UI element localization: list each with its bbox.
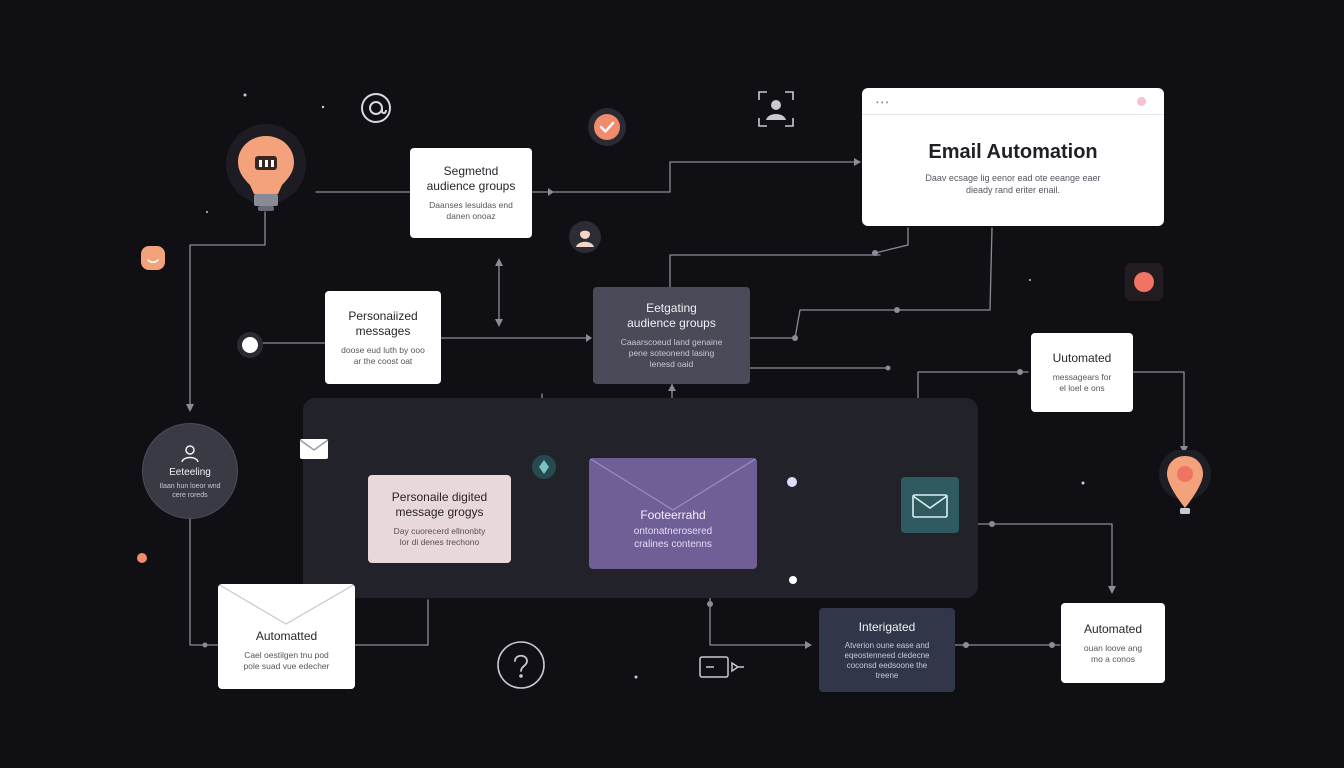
user-avatar-icon[interactable]: [568, 220, 602, 254]
at-sign-icon[interactable]: [360, 92, 392, 124]
user-icon: [181, 444, 199, 462]
card-title: Eeteeling: [169, 466, 211, 478]
record-dot-icon[interactable]: [1125, 263, 1163, 301]
card-title: Footeerrahd: [640, 508, 706, 522]
segmented-audience-card[interactable]: Segmetnd audience groups Daanses lesuida…: [410, 148, 532, 238]
card-body: ontonatnerosered cralines contenns: [633, 526, 713, 550]
automated-messages-card[interactable]: Uutomated messagears for el loel e ons: [1031, 333, 1133, 412]
automated-envelope-card[interactable]: Automatted Cael oestilgen tnu pod pole s…: [218, 584, 355, 689]
teal-mail-icon[interactable]: [901, 477, 959, 533]
card-body: Cael oestilgen tnu pod pole suad vue ede…: [243, 650, 330, 671]
chat-bubble-icon[interactable]: [139, 244, 167, 272]
page-title: Email Automation: [928, 141, 1098, 163]
camera-icon[interactable]: [698, 655, 746, 679]
window-close-icon[interactable]: [1137, 97, 1146, 106]
card-title: Automatted: [255, 629, 318, 643]
card-title: Interigated: [858, 619, 916, 634]
envelope-flap-icon: [589, 458, 757, 511]
audience-circle-card[interactable]: Eeteeling Ilaan hun loeor wnd cere rored…: [142, 423, 238, 519]
email-automation-window: ••• Email Automation Daav ecsage lig een…: [862, 88, 1164, 226]
mail-icon[interactable]: [299, 437, 329, 461]
card-title: Personaiized messages: [348, 308, 418, 338]
card-body: Daanses lesuidas end danen onoaz: [429, 200, 513, 221]
card-title: Eetgating audience groups: [627, 301, 716, 330]
personalized-messages-card[interactable]: Personaiized messages doose eud luth by …: [325, 291, 441, 384]
personalized-digital-card[interactable]: Personaile digited message grogys Day cu…: [368, 475, 511, 563]
card-body: Atverion oune ease and eqeostenneed cled…: [844, 640, 930, 680]
small-dot-icon: [787, 477, 797, 487]
user-frame-icon[interactable]: [757, 90, 795, 128]
radio-dot-icon[interactable]: [236, 331, 264, 359]
small-dot-icon: [137, 553, 147, 563]
card-body: ouan loove ang mo a conos: [1083, 642, 1143, 664]
card-title: Uutomated: [1052, 351, 1112, 365]
lightbulb-icon: [226, 124, 306, 211]
card-body: Day cuorecerd ellnonbty lor di denes tre…: [393, 526, 486, 547]
card-body: Caaarscoeud land genaine pene soteonend …: [620, 337, 723, 369]
small-dot-icon: [789, 576, 797, 584]
card-title: Personaile digited message grogys: [391, 490, 488, 519]
card-title: Automated: [1083, 621, 1143, 636]
window-description: Daav ecsage lig eenor ead ote eeange eae…: [925, 173, 1101, 195]
automated-bottom-card[interactable]: Automated ouan loove ang mo a conos: [1061, 603, 1165, 683]
location-icon[interactable]: [531, 454, 557, 480]
envelope-flap-icon: [218, 584, 355, 625]
window-dots-icon: •••: [876, 98, 891, 107]
card-body: messagears for el loel e ons: [1052, 372, 1112, 393]
card-body: doose eud luth by ooo ar the coost oat: [341, 344, 425, 366]
card-body: Ilaan hun loeor wnd cere roreds: [159, 482, 221, 499]
window-titlebar: •••: [862, 88, 1164, 115]
segmenting-audience-card[interactable]: Eetgating audience groups Caaarscoeud la…: [593, 287, 750, 384]
purple-envelope-card[interactable]: Footeerrahd ontonatnerosered cralines co…: [589, 458, 757, 569]
question-icon[interactable]: [496, 640, 546, 690]
interigated-card[interactable]: Interigated Atverion oune ease and eqeos…: [819, 608, 955, 692]
card-title: Segmetnd audience groups: [426, 164, 516, 193]
map-pin-icon[interactable]: [1158, 450, 1212, 520]
check-icon[interactable]: [588, 108, 626, 146]
